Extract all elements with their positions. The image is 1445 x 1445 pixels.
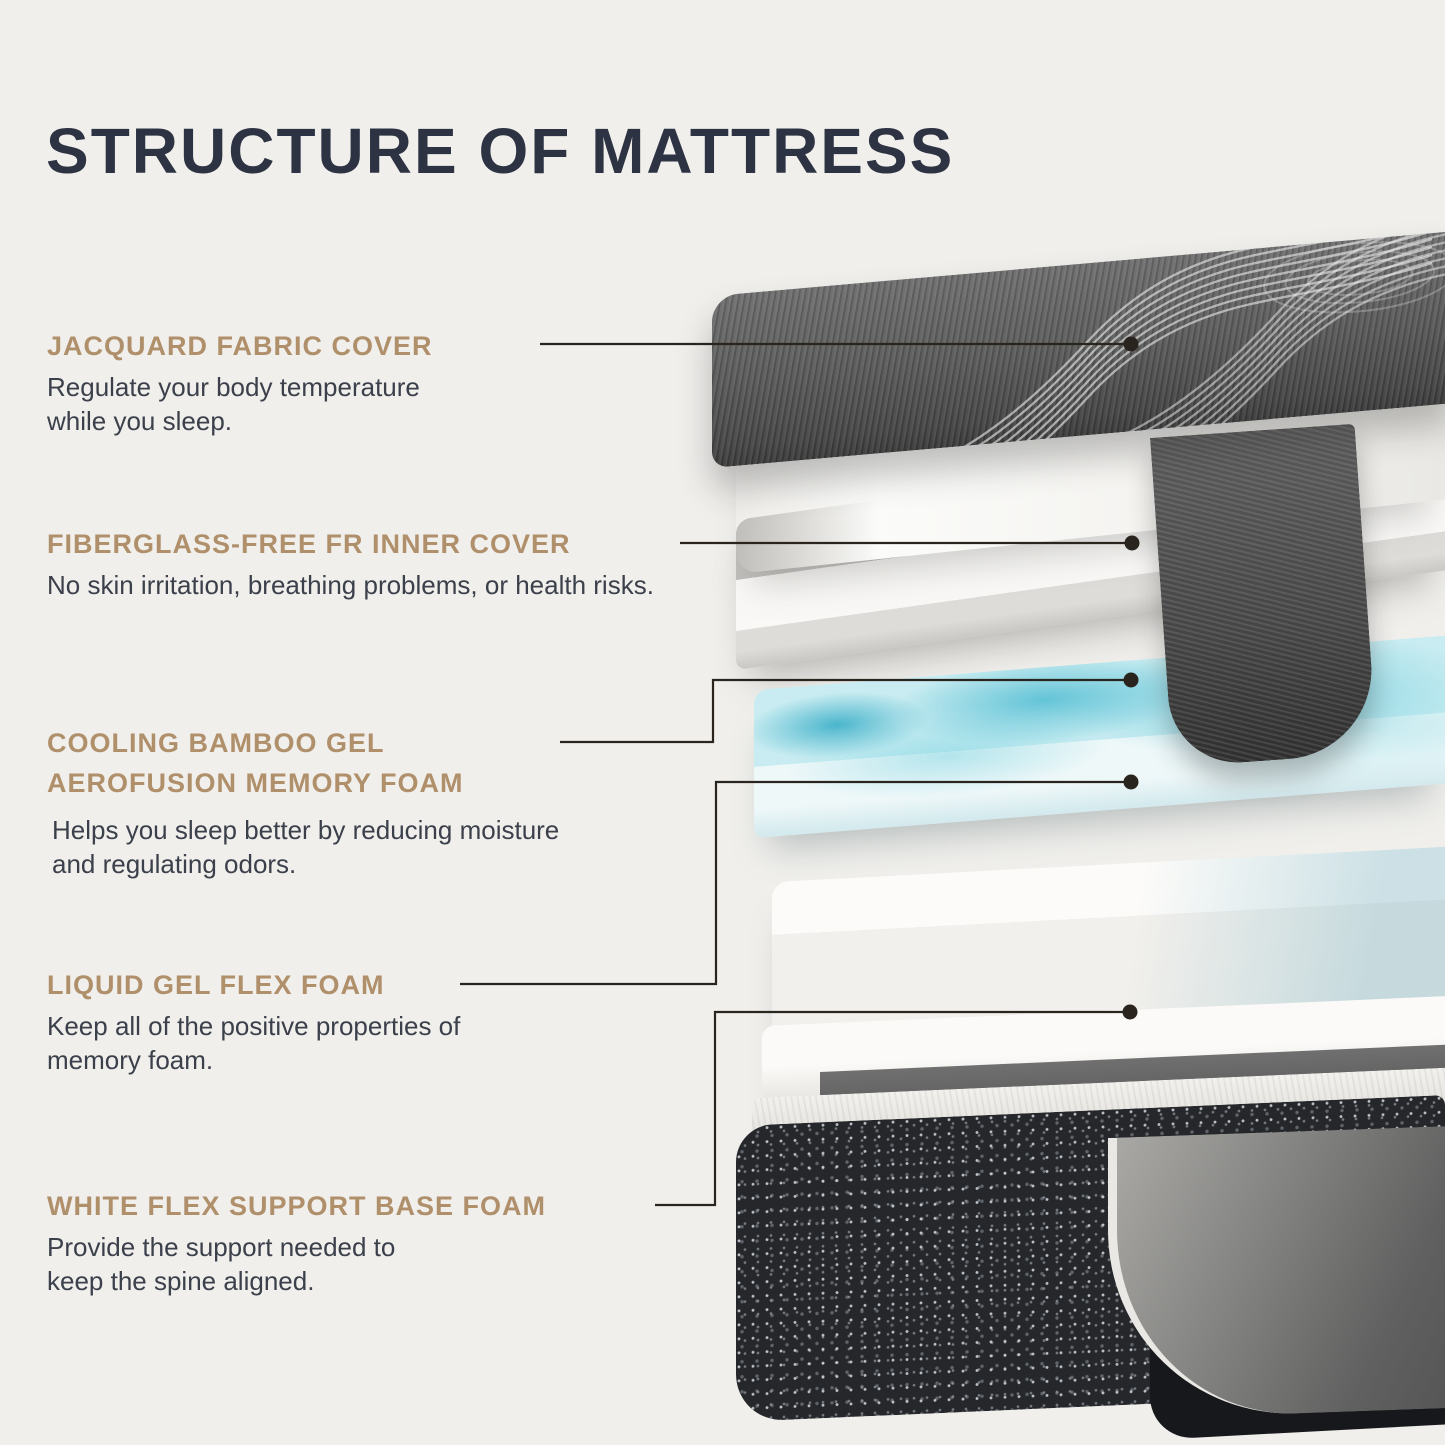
fabric-drape bbox=[1150, 423, 1378, 768]
label-desc-fr-inner-cover: No skin irritation, breathing problems, … bbox=[47, 570, 654, 600]
label-heading-liquid-gel-flex-foam: LIQUID GEL FLEX FOAM bbox=[47, 970, 385, 1000]
page-title: STRUCTURE OF MATTRESS bbox=[46, 115, 955, 187]
jacquard-wave-pattern bbox=[910, 231, 1445, 468]
label-desc-jacquard-fabric-cover: Regulate your body temperature while you… bbox=[47, 372, 420, 436]
label-heading-fr-inner-cover: FIBERGLASS-FREE FR INNER COVER bbox=[47, 529, 571, 559]
label-heading-cooling-gel-memory-foam: COOLING BAMBOO GEL AEROFUSION MEMORY FOA… bbox=[47, 728, 464, 798]
label-heading-white-flex-support-base-foam: WHITE FLEX SUPPORT BASE FOAM bbox=[47, 1191, 547, 1221]
layer-jacquard-fabric-cover bbox=[712, 231, 1445, 468]
label-desc-white-flex-support-base-foam: Provide the support needed to keep the s… bbox=[47, 1232, 396, 1296]
label-desc-liquid-gel-flex-foam: Keep all of the positive properties of m… bbox=[47, 1011, 461, 1075]
label-heading-jacquard-fabric-cover: JACQUARD FABRIC COVER bbox=[47, 331, 433, 361]
label-desc-cooling-gel-memory-foam: Helps you sleep better by reducing moist… bbox=[52, 815, 560, 879]
